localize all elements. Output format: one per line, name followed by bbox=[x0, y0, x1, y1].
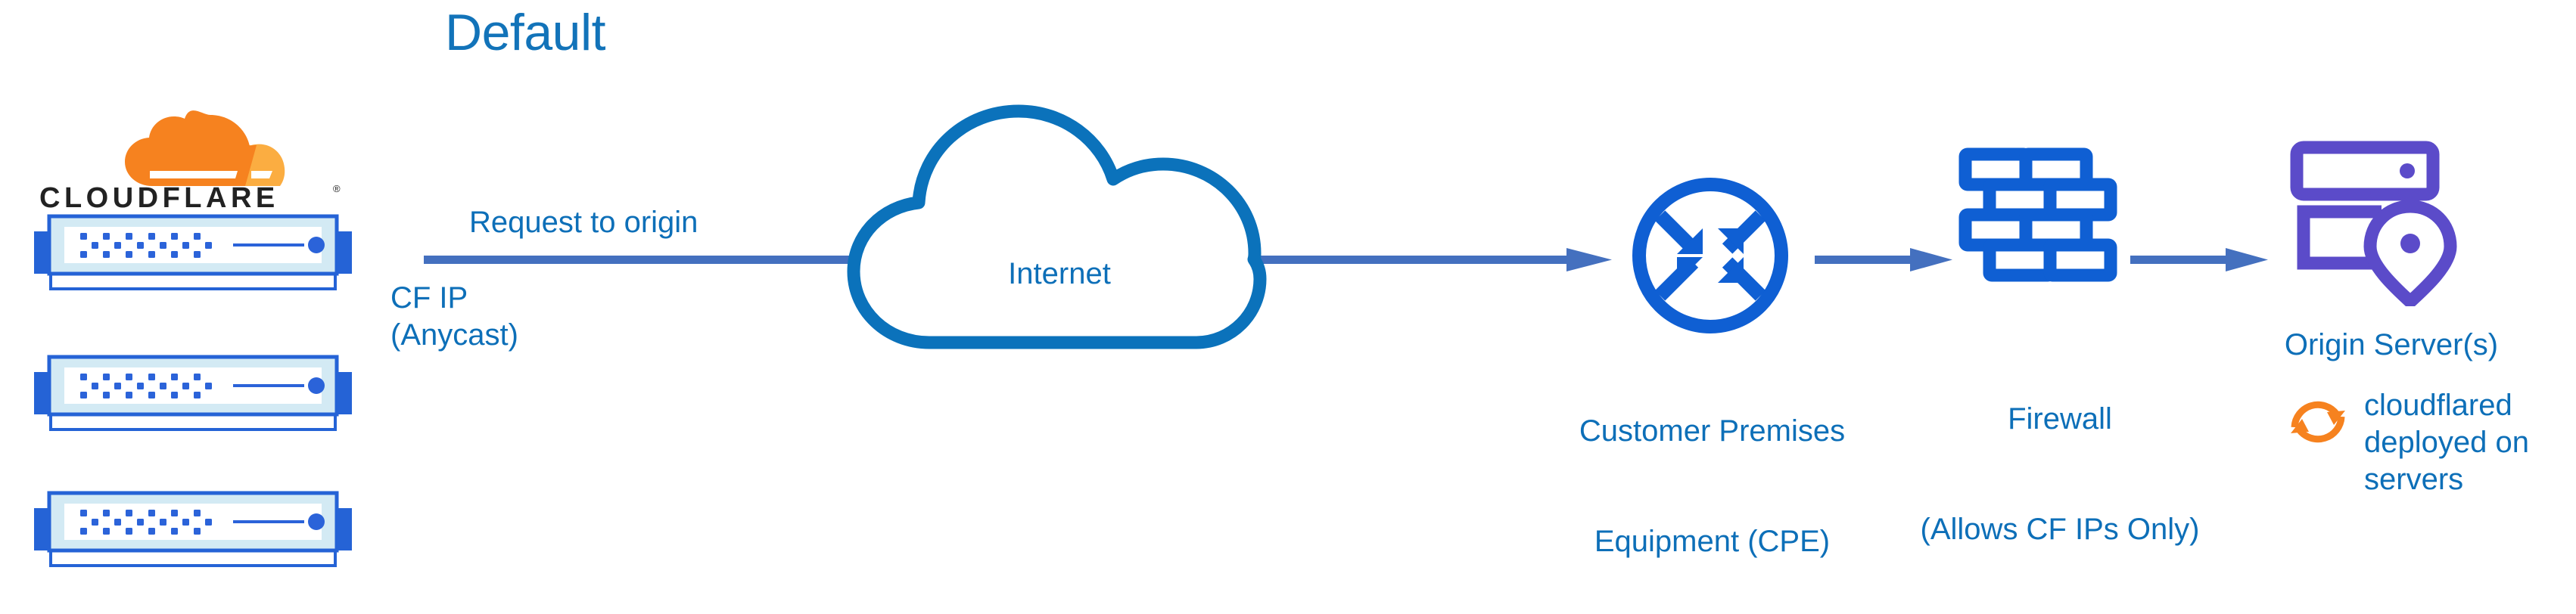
arrow-cpe-to-firewall bbox=[1815, 243, 1952, 277]
internet-label: Internet bbox=[1008, 257, 1111, 290]
router-four-arrows-circle-icon bbox=[1627, 172, 1794, 339]
cf-ip-line-2: (Anycast) bbox=[390, 318, 518, 352]
request-to-origin-label: Request to origin bbox=[469, 206, 698, 239]
origin-server-caption: Origin Server(s) bbox=[2284, 328, 2499, 361]
internet-cloud: Internet bbox=[832, 102, 1286, 352]
arrow-firewall-to-origin bbox=[2130, 243, 2268, 277]
edge-server-unit-1 bbox=[30, 213, 356, 293]
cloudflared-caption: cloudflared deployed on servers bbox=[2364, 387, 2568, 498]
cloudflared-line-1: cloudflared bbox=[2364, 389, 2512, 422]
svg-text:CLOUDFLARE: CLOUDFLARE bbox=[39, 182, 279, 212]
firewall-label-line-2: (Allows CF IPs Only) bbox=[1920, 512, 2200, 546]
cf-ip-line-1: CF IP bbox=[390, 281, 468, 315]
cpe-label-line-2: Equipment (CPE) bbox=[1594, 524, 1831, 558]
sync-circular-arrows-icon bbox=[2285, 389, 2350, 454]
svg-text:®: ® bbox=[333, 183, 341, 194]
cloudflared-line-2: deployed on bbox=[2364, 425, 2529, 459]
page-title: Default bbox=[445, 4, 605, 61]
cloudflare-logo: CLOUDFLARE ® bbox=[35, 106, 353, 212]
cf-ip-anycast-label: CF IP (Anycast) bbox=[390, 280, 518, 354]
edge-server-unit-2 bbox=[30, 354, 356, 433]
cpe-caption: Customer Premises Equipment (CPE) bbox=[1548, 339, 1877, 614]
firewall-caption: Firewall (Allows CF IPs Only) bbox=[1901, 327, 2219, 614]
firewall-label-line-1: Firewall bbox=[2008, 402, 2112, 436]
cloudflared-line-3: servers bbox=[2364, 462, 2464, 496]
server-rack-location-pin-icon bbox=[2289, 140, 2463, 306]
edge-server-unit-3 bbox=[30, 490, 356, 569]
cpe-label-line-1: Customer Premises bbox=[1579, 414, 1846, 448]
brick-wall-icon bbox=[1958, 147, 2117, 310]
